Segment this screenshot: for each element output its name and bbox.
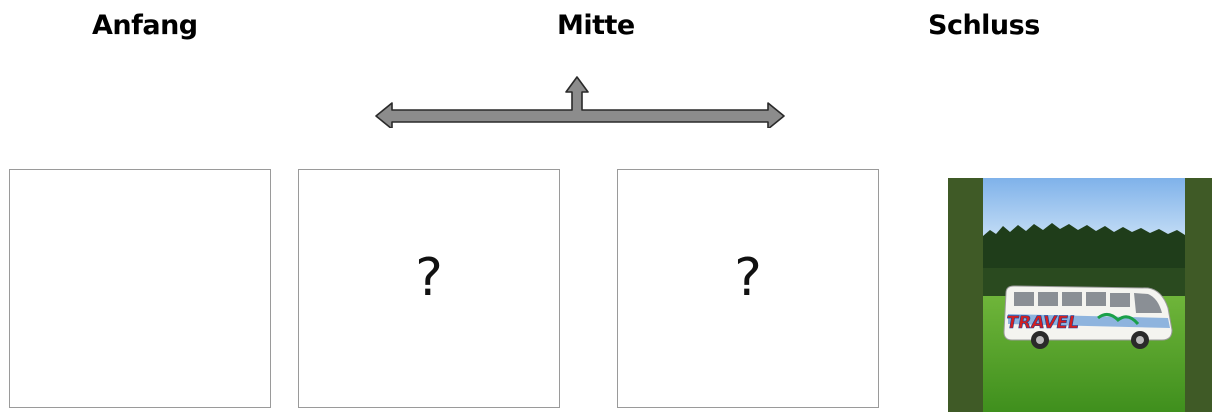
heading-anfang: Anfang [92,10,198,41]
bus-lettering: TRAVEL [1005,313,1081,333]
story-panel-middle-2: ? [617,169,879,408]
question-mark: ? [734,248,762,308]
three-way-arrow-shape [375,76,785,128]
heading-mitte: Mitte [557,10,635,41]
bus-icon: TRAVEL [1003,285,1173,349]
story-panel-start [9,169,271,408]
question-mark: ? [415,248,443,308]
story-panel-middle-1: ? [298,169,560,408]
double-arrow-icon [375,76,785,128]
bus-photo: TRAVEL [948,178,1212,412]
heading-schluss: Schluss [928,10,1040,41]
